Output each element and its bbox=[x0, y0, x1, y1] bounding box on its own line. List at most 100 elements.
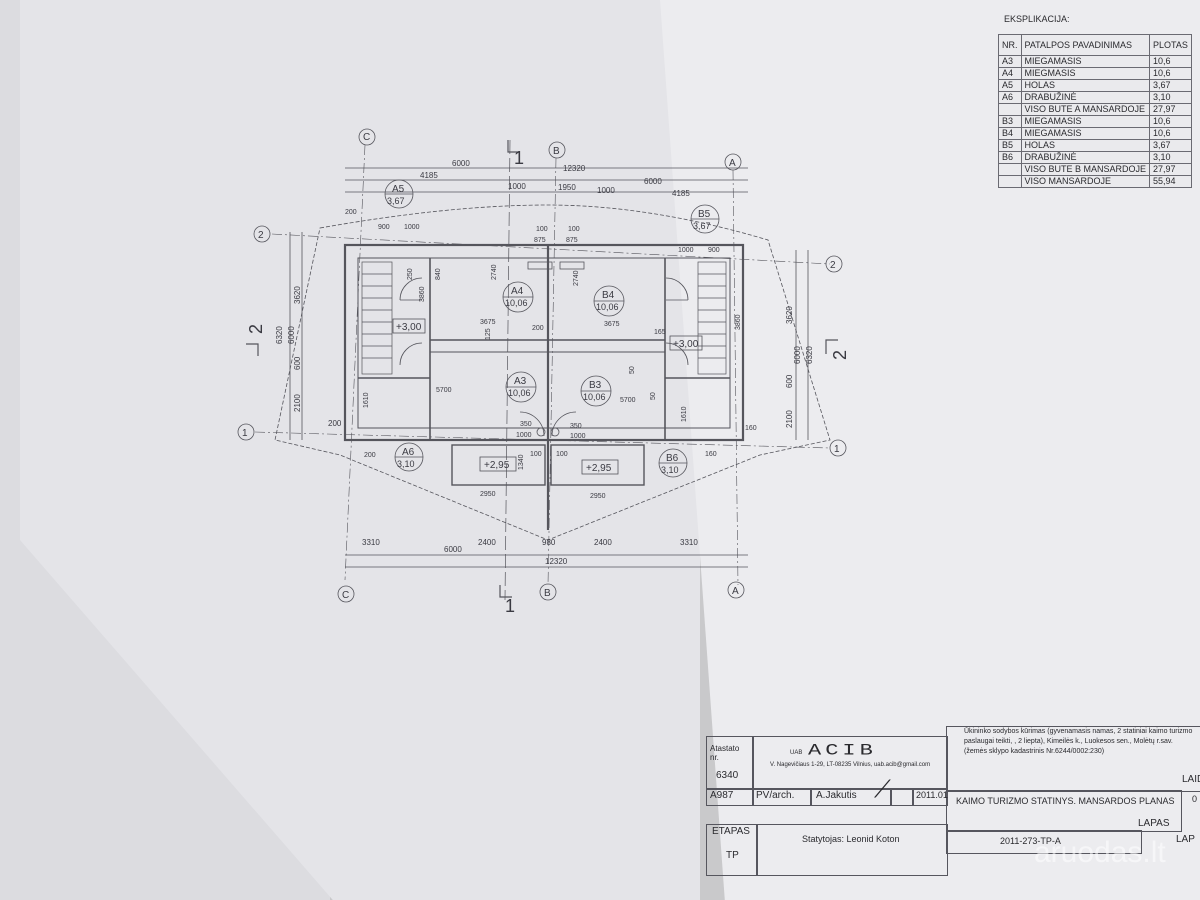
axis-bubble-c-top bbox=[358, 128, 376, 146]
svg-text:6000: 6000 bbox=[793, 346, 802, 364]
svg-text:1340: 1340 bbox=[518, 454, 525, 470]
section-mark-2-right: 2 bbox=[830, 350, 850, 360]
svg-text:3310: 3310 bbox=[362, 538, 380, 547]
svg-text:3675: 3675 bbox=[604, 321, 620, 328]
level-mark: +3,00 bbox=[673, 339, 699, 350]
axis-bubble-a-bottom bbox=[727, 581, 745, 599]
axis-label-2-right: 2 bbox=[830, 260, 836, 271]
svg-text:1000: 1000 bbox=[570, 433, 586, 440]
author-name: A.Jakutis bbox=[816, 790, 857, 801]
svg-text:200: 200 bbox=[364, 452, 376, 459]
svg-text:5700: 5700 bbox=[620, 397, 636, 404]
inner-wall bbox=[357, 257, 731, 429]
room-area-b3: 10,06 bbox=[583, 392, 606, 402]
axis-bubble-1-right bbox=[829, 439, 847, 457]
room-area-b6: 3,10 bbox=[661, 465, 679, 475]
column-header: PLOTAS bbox=[1149, 34, 1192, 56]
room-label-a4: A4 bbox=[511, 286, 524, 297]
company-logo: ACIB bbox=[808, 741, 877, 760]
svg-text:100: 100 bbox=[556, 451, 568, 458]
title-cell bbox=[756, 824, 948, 876]
svg-text:2740: 2740 bbox=[491, 264, 498, 280]
room-label-b4: B4 bbox=[602, 290, 615, 301]
svg-text:2400: 2400 bbox=[594, 538, 612, 547]
svg-text:1000: 1000 bbox=[597, 186, 615, 195]
stage-value: TP bbox=[726, 850, 739, 861]
drawing-code: A987 bbox=[710, 790, 734, 801]
svg-text:200: 200 bbox=[345, 209, 357, 216]
axis-bubble-2-right bbox=[825, 255, 843, 273]
title-cell bbox=[706, 736, 754, 790]
laida-label: LAID bbox=[1182, 774, 1200, 785]
svg-text:840: 840 bbox=[435, 268, 442, 280]
stairs-right bbox=[697, 261, 727, 375]
room-area-a4: 10,06 bbox=[505, 298, 528, 308]
title-cell bbox=[752, 736, 948, 790]
svg-text:900: 900 bbox=[378, 224, 390, 231]
balcony-left bbox=[451, 444, 546, 486]
axis-bubble-a-top bbox=[724, 153, 742, 171]
watermark: aruodas.lt bbox=[1034, 836, 1166, 869]
svg-text:160: 160 bbox=[745, 425, 757, 432]
svg-text:6000: 6000 bbox=[452, 159, 470, 168]
section-mark-1-top: 1 bbox=[514, 148, 524, 168]
axis-label-2-left: 2 bbox=[258, 230, 264, 241]
svg-text:2950: 2950 bbox=[590, 493, 606, 500]
svg-text:600: 600 bbox=[293, 356, 302, 370]
title-cell bbox=[946, 726, 1200, 792]
room-label-a3: A3 bbox=[514, 376, 527, 387]
drawing-number: 2011-273-TP-A bbox=[1000, 836, 1061, 846]
company-address: V. Nagevičiaus 1-29, LT-08235 Vilnius, u… bbox=[770, 762, 931, 768]
svg-text:6000: 6000 bbox=[644, 177, 662, 186]
title-cell bbox=[946, 790, 1182, 832]
room-area-a3: 10,06 bbox=[508, 388, 531, 398]
axis-label-1-left: 1 bbox=[242, 428, 248, 439]
title-cell bbox=[946, 830, 1142, 854]
author-role: PV/arch. bbox=[756, 790, 795, 801]
laida-value: 0 bbox=[1192, 794, 1198, 804]
svg-text:4185: 4185 bbox=[420, 171, 438, 180]
column-header: PATALPOS PAVADINIMAS bbox=[1020, 34, 1151, 56]
room-area-b5: 3,67 bbox=[693, 221, 711, 231]
svg-text:50: 50 bbox=[629, 366, 636, 374]
stairs-left bbox=[361, 261, 393, 375]
company-prefix: UAB bbox=[790, 750, 803, 756]
svg-text:350: 350 bbox=[520, 421, 532, 428]
svg-text:4185: 4185 bbox=[672, 189, 690, 198]
svg-text:3310: 3310 bbox=[680, 538, 698, 547]
svg-text:2950: 2950 bbox=[480, 491, 496, 498]
axis-label-b-top: B bbox=[553, 146, 560, 157]
legend-caption: EKSPLIKACIJA: bbox=[1004, 14, 1070, 24]
room-label-b5: B5 bbox=[698, 209, 711, 220]
level-mark: +2,95 bbox=[586, 463, 612, 474]
drawing-date: 2011.01 bbox=[916, 790, 948, 800]
title-cell bbox=[912, 788, 948, 806]
svg-text:5700: 5700 bbox=[436, 387, 452, 394]
title-cell bbox=[706, 824, 758, 876]
title-cell bbox=[752, 788, 812, 806]
svg-text:100: 100 bbox=[568, 226, 580, 233]
title-cell bbox=[890, 788, 914, 806]
svg-text:165: 165 bbox=[654, 329, 666, 336]
svg-text:900: 900 bbox=[708, 247, 720, 254]
room-label-b3: B3 bbox=[589, 380, 602, 391]
axis-label-c-bottom: C bbox=[342, 590, 349, 601]
roof-outline bbox=[274, 204, 831, 541]
axis-label-1-right: 1 bbox=[834, 444, 840, 455]
svg-text:200: 200 bbox=[532, 325, 544, 332]
svg-text:1000: 1000 bbox=[516, 432, 532, 439]
svg-text:100: 100 bbox=[536, 226, 548, 233]
axis-label-c-top: C bbox=[363, 132, 370, 143]
axis-bubble-b-bottom bbox=[539, 583, 557, 601]
sheet-label: LAPAS bbox=[1138, 818, 1170, 829]
svg-text:200: 200 bbox=[328, 419, 342, 428]
room-label-b6: B6 bbox=[666, 453, 679, 464]
project-desc-line-1: Ūkininko sodybos kūrimas (gyvenamasis na… bbox=[964, 728, 1193, 735]
